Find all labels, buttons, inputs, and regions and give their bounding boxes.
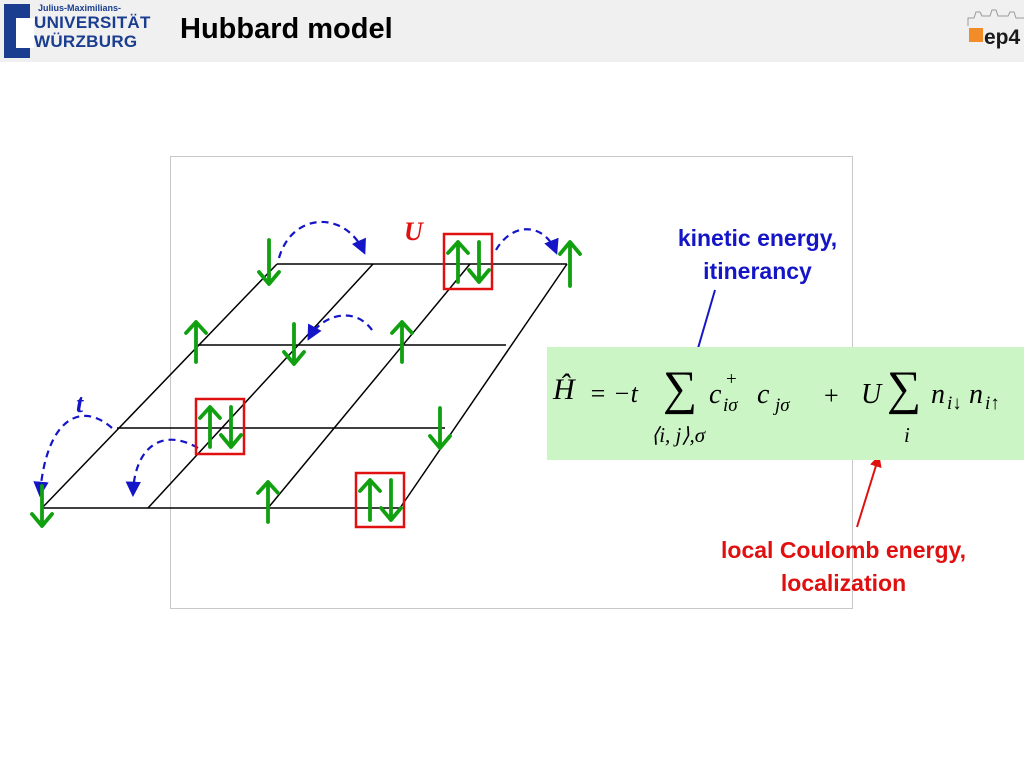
university-logo-mark (4, 4, 34, 58)
spin-down-arrow-icon (30, 484, 54, 528)
double-occupancy-box (194, 397, 246, 456)
formula-sum-2: ∑ (887, 362, 922, 415)
double-occupancy-boxes (194, 232, 494, 529)
lattice-lines (41, 263, 568, 509)
spin-arrows (30, 238, 582, 528)
formula-n1: n (931, 379, 945, 410)
kinetic-annotation-line1: kinetic energy, (677, 225, 838, 251)
formula-c1: c (709, 379, 722, 410)
spin-up-arrow-icon (358, 478, 382, 522)
slide-title: Hubbard model (180, 13, 393, 45)
spin-up-arrow-icon (256, 480, 280, 524)
hop-arrow-icon (33, 414, 113, 498)
ep4-square-icon (969, 28, 983, 42)
formula-n2: n (969, 379, 983, 410)
spin-down-arrow-icon (257, 238, 281, 286)
hop-arrow-icon (277, 220, 366, 259)
formula-H: Ĥ (553, 373, 575, 406)
formula-equals-minus-t: = −t (589, 379, 638, 408)
coulomb-annotation-line2: localization (780, 570, 907, 596)
building-outline-icon (967, 9, 1024, 26)
coulomb-annotation-line1: local Coulomb energy, (721, 537, 966, 563)
hopping-arrows (33, 220, 559, 498)
spin-down-arrow-icon (219, 405, 243, 449)
coulomb-pointer-arrow-icon (856, 454, 882, 528)
spin-down-arrow-icon (282, 322, 306, 366)
formula-sum-1-index: ⟨i, j⟩,σ (651, 423, 706, 447)
spin-down-arrow-icon (467, 240, 491, 284)
ep4-logo: ep4 (964, 6, 1024, 56)
spin-up-arrow-icon (558, 240, 582, 288)
hopping-label-t: t (76, 389, 84, 418)
lattice-col-3 (267, 263, 471, 509)
university-logo-line2: WÜRZBURG (34, 32, 138, 51)
spin-up-arrow-icon (198, 405, 222, 449)
hop-arrow-icon (125, 438, 199, 498)
kinetic-energy-annotation: kinetic energy, itinerancy (640, 222, 875, 288)
lattice-col-2 (147, 263, 374, 509)
formula-n1-subscript: i↓ (947, 393, 962, 414)
university-logo-line1: UNIVERSITÄT (34, 13, 151, 32)
kinetic-annotation-line2: itinerancy (703, 258, 812, 284)
formula-c1-subscript: iσ (723, 395, 738, 416)
formula-sum-1: ∑ (663, 362, 698, 415)
formula-c2: c (757, 379, 770, 410)
double-occupancy-box (354, 471, 406, 529)
double-occupancy-box (442, 232, 494, 291)
lattice-col-4 (399, 263, 568, 509)
spin-up-arrow-icon (446, 240, 470, 284)
ep4-logo-text: ep4 (984, 26, 1021, 49)
spin-down-arrow-icon (428, 406, 452, 450)
formula-U: U (861, 379, 882, 410)
formula-plus: + (824, 381, 839, 410)
formula-c2-subscript: jσ (775, 395, 790, 416)
formula-n2-subscript: i↑ (985, 393, 1000, 414)
formula-c1-superscript: + (726, 369, 737, 390)
university-logo: Julius-Maximilians- UNIVERSITÄT WÜRZBURG (0, 0, 164, 62)
hop-arrow-icon (495, 228, 559, 255)
lattice-col-1 (41, 263, 278, 509)
spin-up-arrow-icon (184, 320, 208, 364)
coulomb-energy-annotation: local Coulomb energy, localization (686, 534, 1001, 600)
slide-header: Julius-Maximilians- UNIVERSITÄT WÜRZBURG… (0, 0, 1024, 62)
interaction-label-U: U (404, 217, 424, 246)
spin-up-arrow-icon (390, 320, 414, 364)
university-logo-small-text: Julius-Maximilians- (38, 3, 122, 13)
hop-arrow-icon (307, 314, 373, 341)
hamiltonian-formula-box: Ĥ = −t ∑ ⟨i, j⟩,σ c + iσ c jσ + U ∑ i n … (547, 347, 1024, 460)
formula-sum-2-index: i (904, 423, 910, 447)
spin-down-arrow-icon (379, 478, 403, 522)
